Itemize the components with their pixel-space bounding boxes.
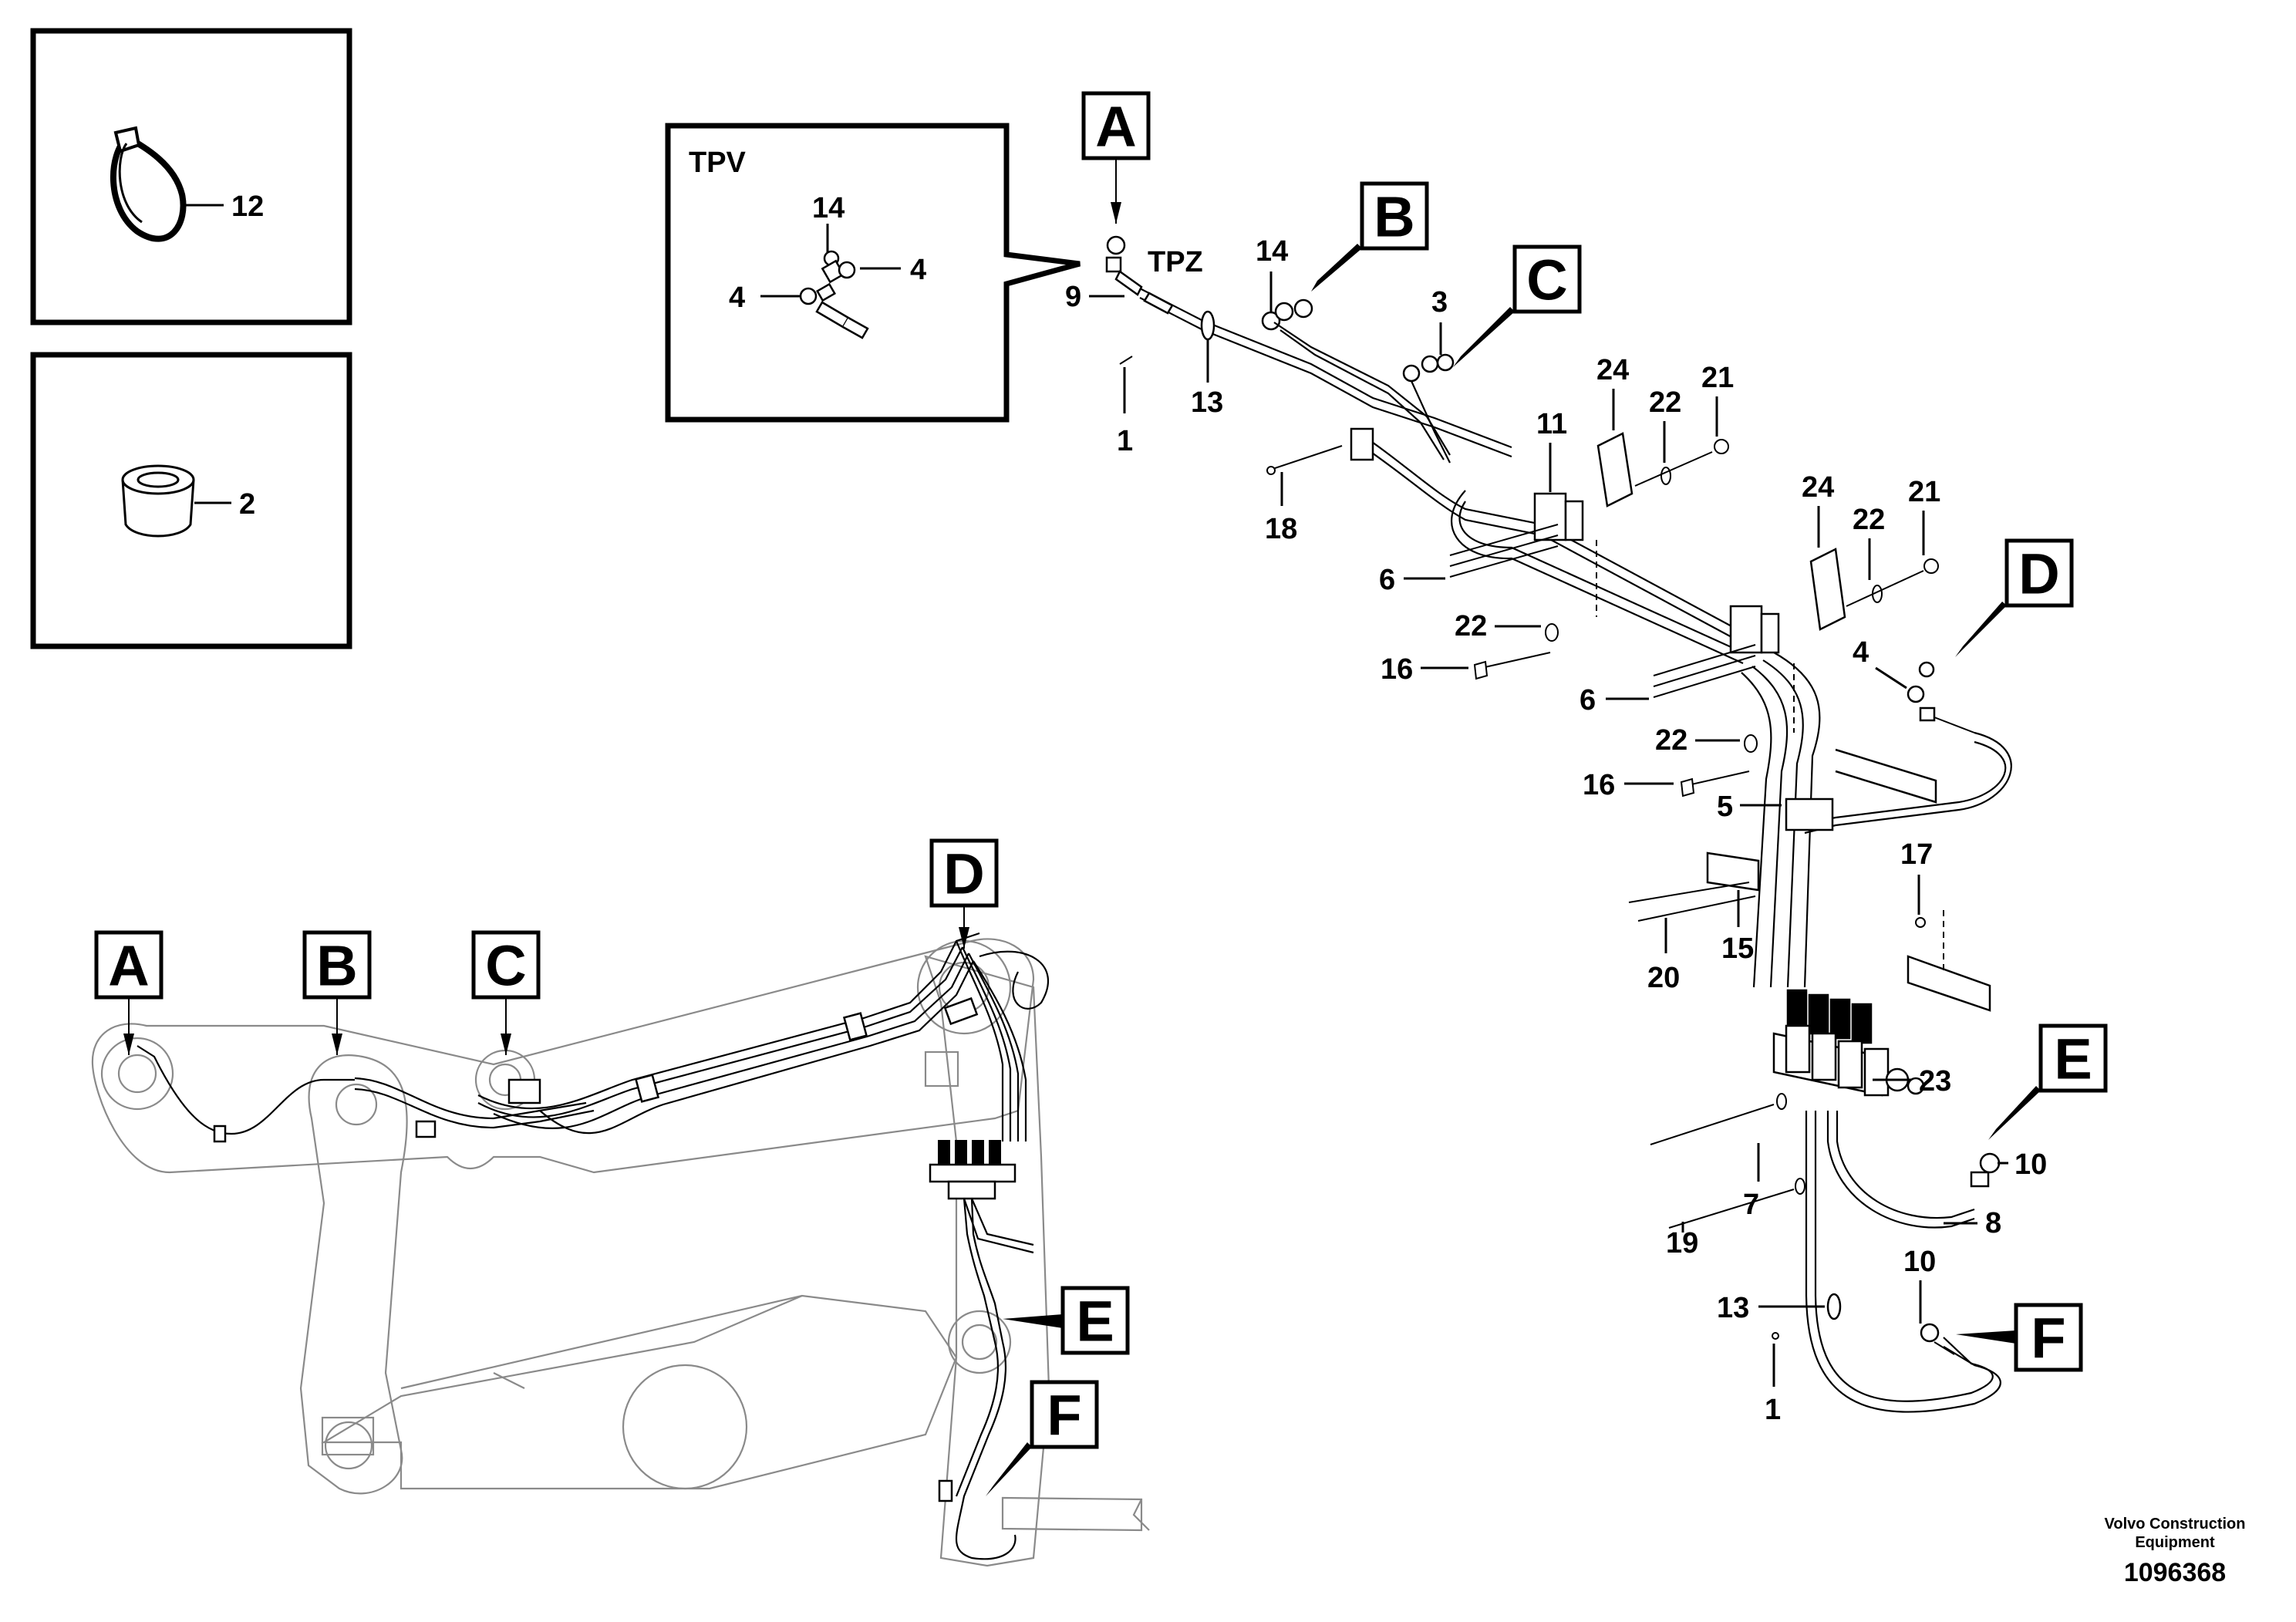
inset-tie-strap: 12 — [30, 28, 352, 325]
tpv-callout-4-right: 4 — [910, 254, 926, 286]
label-tpz: TPZ — [1148, 246, 1203, 278]
callout-18: 18 — [1265, 513, 1297, 545]
footer: Volvo Construction Equipment 1096368 — [2105, 1516, 2246, 1587]
company-name-line1: Volvo Construction — [2105, 1516, 2246, 1533]
box-letter-A-overview: A — [94, 930, 164, 1055]
callout-21-top: 21 — [1701, 362, 1734, 394]
svg-text:A: A — [108, 934, 149, 998]
callout-6-b: 6 — [1580, 684, 1596, 717]
callout-22-d: 22 — [1655, 724, 1687, 757]
callout-10-b: 10 — [1903, 1246, 1936, 1278]
callout-1-bottom: 1 — [1765, 1394, 1781, 1426]
callout-5: 5 — [1717, 791, 1733, 823]
callout-7: 7 — [1743, 1189, 1759, 1221]
svg-text:E: E — [2054, 1027, 2092, 1091]
tpv-callout-4-left: 4 — [729, 282, 745, 314]
callout-10-a: 10 — [2014, 1148, 2047, 1181]
callout-22-a: 22 — [1649, 386, 1681, 419]
box-letter-D-overview: D — [929, 838, 999, 949]
box-letter-B-overview: B — [302, 930, 372, 1055]
bushing-icon — [121, 464, 195, 538]
valve-block-icon — [1772, 989, 1925, 1097]
callout-11: 11 — [1536, 408, 1567, 440]
callout-6-a: 6 — [1379, 564, 1395, 596]
callout-16-a: 16 — [1381, 653, 1413, 686]
callout-24-bottom: 24 — [1802, 471, 1834, 504]
callout-16-b: 16 — [1583, 769, 1615, 801]
svg-text:B: B — [316, 934, 357, 998]
exploded-hose-assembly — [1105, 235, 2012, 1413]
box-letter-E-overview: E — [1003, 1286, 1130, 1355]
callout-9: 9 — [1065, 281, 1081, 313]
callout-13-top: 13 — [1191, 386, 1223, 419]
machine-overview — [91, 932, 1150, 1567]
callout-22-b: 22 — [1455, 610, 1487, 642]
box-letter-F-overview: F — [986, 1380, 1099, 1496]
tpv-title: TPV — [689, 147, 747, 179]
box-letter-E-top: E — [1988, 1023, 2108, 1140]
callout-2: 2 — [239, 488, 255, 521]
callout-4: 4 — [1853, 636, 1869, 669]
callout-13-bottom: 13 — [1717, 1292, 1749, 1324]
box-letter-F-top: F — [1956, 1303, 2083, 1372]
callout-14: 14 — [1256, 235, 1288, 268]
svg-text:B: B — [1374, 185, 1414, 249]
drawing-number: 1096368 — [2124, 1558, 2226, 1587]
tie-strap-icon — [110, 126, 187, 242]
upper-callouts: 9 TPZ 1 13 14 18 3 11 24 22 21 6 22 16 2… — [1065, 235, 2047, 1426]
svg-text:D: D — [943, 842, 984, 906]
svg-text:C: C — [485, 934, 526, 998]
tpv-fitting-icon — [799, 250, 869, 339]
svg-text:E: E — [1076, 1290, 1114, 1354]
callout-24-top: 24 — [1596, 354, 1629, 386]
callout-22-c: 22 — [1853, 504, 1885, 536]
box-letter-C-top: C — [1453, 244, 1582, 367]
company-name-line2: Equipment — [2135, 1534, 2215, 1551]
inset-bushing: 2 — [30, 352, 352, 649]
tpv-detail-box: TPV 14 4 4 — [665, 123, 1081, 423]
callout-17: 17 — [1900, 838, 1933, 871]
callout-1-top: 1 — [1117, 425, 1133, 457]
svg-text:F: F — [1047, 1384, 1081, 1448]
svg-text:A: A — [1095, 95, 1136, 159]
callout-15: 15 — [1721, 932, 1754, 965]
callout-21-bottom: 21 — [1908, 476, 1940, 508]
callout-23: 23 — [1919, 1065, 1951, 1098]
callout-8: 8 — [1985, 1207, 2001, 1239]
svg-text:C: C — [1526, 248, 1567, 312]
callout-20: 20 — [1647, 962, 1680, 994]
box-letter-D-top: D — [1955, 538, 2074, 657]
box-letter-A-top: A — [1081, 91, 1151, 224]
manifold-icon-overview — [929, 1140, 1017, 1200]
svg-text:F: F — [2031, 1307, 2065, 1371]
box-letter-B-top: B — [1311, 181, 1429, 292]
box-letter-C-overview: C — [471, 930, 541, 1055]
tpv-callout-14: 14 — [812, 192, 845, 224]
callout-3: 3 — [1431, 286, 1448, 319]
svg-text:D: D — [2018, 542, 2059, 606]
callout-12: 12 — [231, 191, 264, 223]
